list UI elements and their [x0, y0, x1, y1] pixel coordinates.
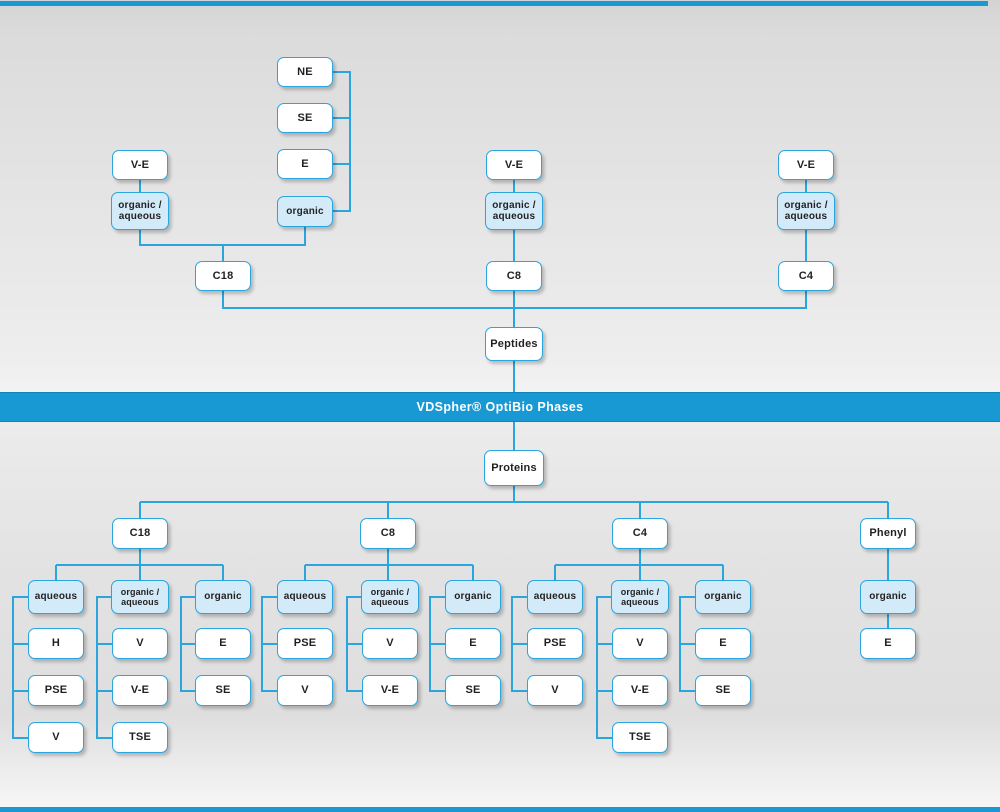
- node-c18-oa-ve: V-E: [112, 675, 168, 706]
- node-c4-oa-ve: V-E: [612, 675, 668, 706]
- node-c8-organic: organic: [445, 580, 501, 614]
- node-c4-orgaq: organic / aqueous: [611, 580, 669, 614]
- node-c8-org-se: SE: [445, 675, 501, 706]
- node-c4-org-se: SE: [695, 675, 751, 706]
- node-c18-oa-v: V: [112, 628, 168, 659]
- node-c18-aq-pse: PSE: [28, 675, 84, 706]
- page-title: VDSpher® OptiBio Phases: [416, 400, 584, 414]
- node-c18-organic: organic: [195, 580, 251, 614]
- node-orgaq-mid-top: organic / aqueous: [485, 192, 543, 230]
- node-organic-top: organic: [277, 196, 333, 227]
- node-phenyl-proteins: Phenyl: [860, 518, 916, 549]
- node-c8-oa-ve: V-E: [362, 675, 418, 706]
- node-phenyl-e: E: [860, 628, 916, 659]
- node-c4-oa-v: V: [612, 628, 668, 659]
- node-c4-peptides: C4: [778, 261, 834, 291]
- node-c4-aqueous: aqueous: [527, 580, 583, 614]
- node-orgaq-left-top: organic / aqueous: [111, 192, 169, 230]
- node-ve-left-top: V-E: [112, 150, 168, 180]
- node-phenyl-organic: organic: [860, 580, 916, 614]
- node-c18-org-se: SE: [195, 675, 251, 706]
- node-se-top: SE: [277, 103, 333, 133]
- node-c8-org-e: E: [445, 628, 501, 659]
- node-c8-aqueous: aqueous: [277, 580, 333, 614]
- node-c18-peptides: C18: [195, 261, 251, 291]
- edge: [139, 227, 306, 246]
- node-c8-orgaq: organic / aqueous: [361, 580, 419, 614]
- node-c18-org-e: E: [195, 628, 251, 659]
- bottom-accent-strip: [0, 807, 1000, 812]
- node-c18-orgaq: organic / aqueous: [111, 580, 169, 614]
- node-c8-oa-v: V: [362, 628, 418, 659]
- top-accent-strip: [0, 1, 988, 6]
- node-c4-aq-v: V: [527, 675, 583, 706]
- edge: [96, 596, 112, 739]
- node-peptides: Peptides: [485, 327, 543, 361]
- node-c4-aq-pse: PSE: [527, 628, 583, 659]
- node-c4-org-e: E: [695, 628, 751, 659]
- node-c18-aq-v: V: [28, 722, 84, 753]
- node-ve-right-top: V-E: [778, 150, 834, 180]
- edge: [12, 596, 28, 739]
- node-c8-peptides: C8: [486, 261, 542, 291]
- node-c18-oa-tse: TSE: [112, 722, 168, 753]
- node-c4-proteins: C4: [612, 518, 668, 549]
- edge: [596, 596, 612, 739]
- node-c8-proteins: C8: [360, 518, 416, 549]
- node-c18-aqueous: aqueous: [28, 580, 84, 614]
- node-ne-top: NE: [277, 57, 333, 87]
- node-c18-aq-h: H: [28, 628, 84, 659]
- node-c4-organic: organic: [695, 580, 751, 614]
- node-e-top: E: [277, 149, 333, 179]
- node-c8-aq-pse: PSE: [277, 628, 333, 659]
- node-orgaq-right-top: organic / aqueous: [777, 192, 835, 230]
- node-c18-proteins: C18: [112, 518, 168, 549]
- node-proteins: Proteins: [484, 450, 544, 486]
- node-c4-oa-tse: TSE: [612, 722, 668, 753]
- title-banner: VDSpher® OptiBio Phases: [0, 392, 1000, 422]
- node-c8-aq-v: V: [277, 675, 333, 706]
- edge: [333, 71, 351, 212]
- node-ve-mid-top: V-E: [486, 150, 542, 180]
